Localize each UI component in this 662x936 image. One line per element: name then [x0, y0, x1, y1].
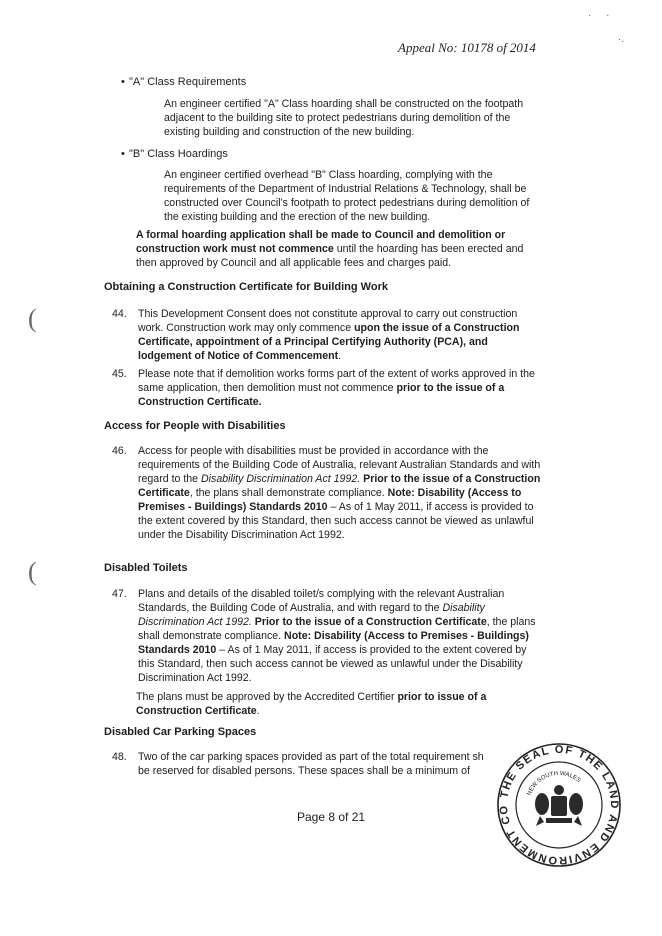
bullet-icon: •: [121, 76, 125, 88]
page-number: Page 8 of 21: [296, 810, 366, 824]
condition-46: 46. Access for people with disabilities …: [112, 445, 541, 541]
scan-dot: ·.: [618, 34, 625, 45]
condition-45: 45. Please note that if demolition works…: [112, 368, 535, 408]
condition-number: 44.: [112, 308, 127, 320]
scan-dots: · ·: [588, 10, 616, 21]
condition-47: 47. Plans and details of the disabled to…: [112, 588, 536, 684]
svg-text:NEW SOUTH WALES: NEW SOUTH WALES: [527, 771, 582, 797]
section-heading-access: Access for People with Disabilities: [104, 420, 286, 432]
condition-number: 46.: [112, 445, 127, 457]
section-heading-construction-certificate: Obtaining a Construction Certificate for…: [104, 281, 388, 293]
class-a-body: An engineer certified "A" Class hoarding…: [164, 98, 524, 138]
margin-bracket: (: [28, 304, 37, 333]
condition-number: 48.: [112, 751, 127, 763]
appeal-number: Appeal No: 10178 of 2014: [398, 40, 536, 55]
bullet-icon: •: [121, 148, 125, 160]
section-heading-parking: Disabled Car Parking Spaces: [104, 726, 257, 738]
condition-number: 47.: [112, 588, 127, 600]
section-heading-toilets: Disabled Toilets: [104, 562, 188, 574]
condition-number: 45.: [112, 368, 127, 380]
class-a-title: •"A" Class Requirements: [121, 76, 247, 88]
court-seal-stamp: THE SEAL OF THE LAND AND ENVIRONMENT COU…: [496, 742, 621, 867]
condition-44: 44. This Development Consent does not co…: [112, 308, 520, 362]
condition-48: 48. Two of the car parking spaces provid…: [112, 751, 484, 777]
class-b-title: •"B" Class Hoardings: [121, 148, 228, 160]
coat-of-arms-icon: [535, 785, 583, 826]
margin-bracket: (: [28, 557, 37, 586]
class-b-body: An engineer certified overhead "B" Class…: [164, 169, 530, 223]
hoarding-note: A formal hoarding application shall be m…: [136, 229, 524, 269]
approval-note: The plans must be approved by the Accred…: [136, 691, 487, 717]
